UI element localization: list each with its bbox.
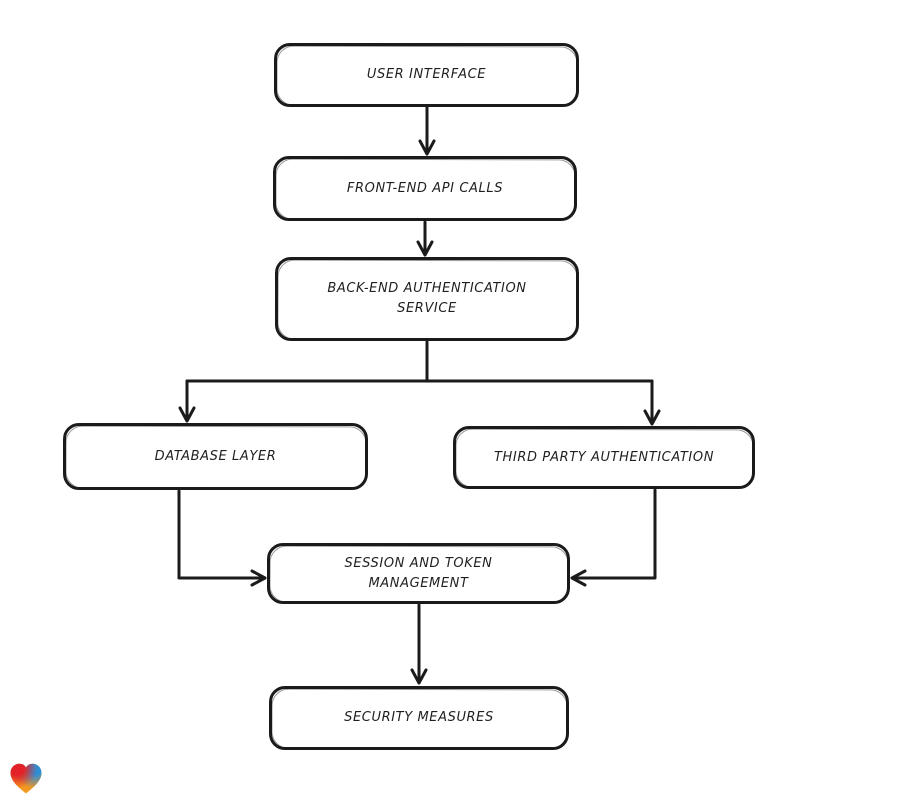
node-database-layer: DATABASE LAYER: [63, 423, 368, 490]
arrowhead-right-icon: [250, 569, 267, 587]
arrowhead-down-icon: [418, 139, 436, 156]
node-label: FRONT-END API CALLS: [346, 180, 504, 196]
arrowhead-left-icon: [570, 569, 587, 587]
node-label: SESSION AND TOKEN: [344, 555, 493, 571]
node-security-measures: SECURITY MEASURES: [269, 686, 569, 750]
node-session-and-token-management: SESSION AND TOKEN MANAGEMENT: [267, 543, 570, 604]
arrowhead-down-icon: [410, 668, 428, 685]
node-label: THIRD PARTY AUTHENTICATION: [493, 449, 715, 465]
node-label: USER INTERFACE: [366, 67, 487, 82]
edge-thirdparty-to-session: [572, 488, 657, 580]
node-front-end-api-calls: FRONT-END API CALLS: [273, 156, 577, 221]
node-label: BACK-END AUTHENTICATION: [327, 281, 527, 296]
node-label: MANAGEMENT: [368, 575, 469, 591]
node-back-end-authentication-service: BACK-END AUTHENTICATION SERVICE: [275, 257, 579, 341]
arrowhead-down-icon: [178, 406, 196, 423]
edge-database-to-session: [177, 489, 265, 580]
node-label: SECURITY MEASURES: [344, 710, 494, 725]
node-label: SERVICE: [397, 301, 457, 316]
node-third-party-authentication: THIRD PARTY AUTHENTICATION: [453, 426, 755, 489]
arrowhead-down-icon: [416, 240, 434, 257]
node-user-interface: USER INTERFACE: [274, 43, 579, 107]
node-label: DATABASE LAYER: [154, 448, 277, 464]
arrowhead-down-icon: [643, 409, 661, 426]
